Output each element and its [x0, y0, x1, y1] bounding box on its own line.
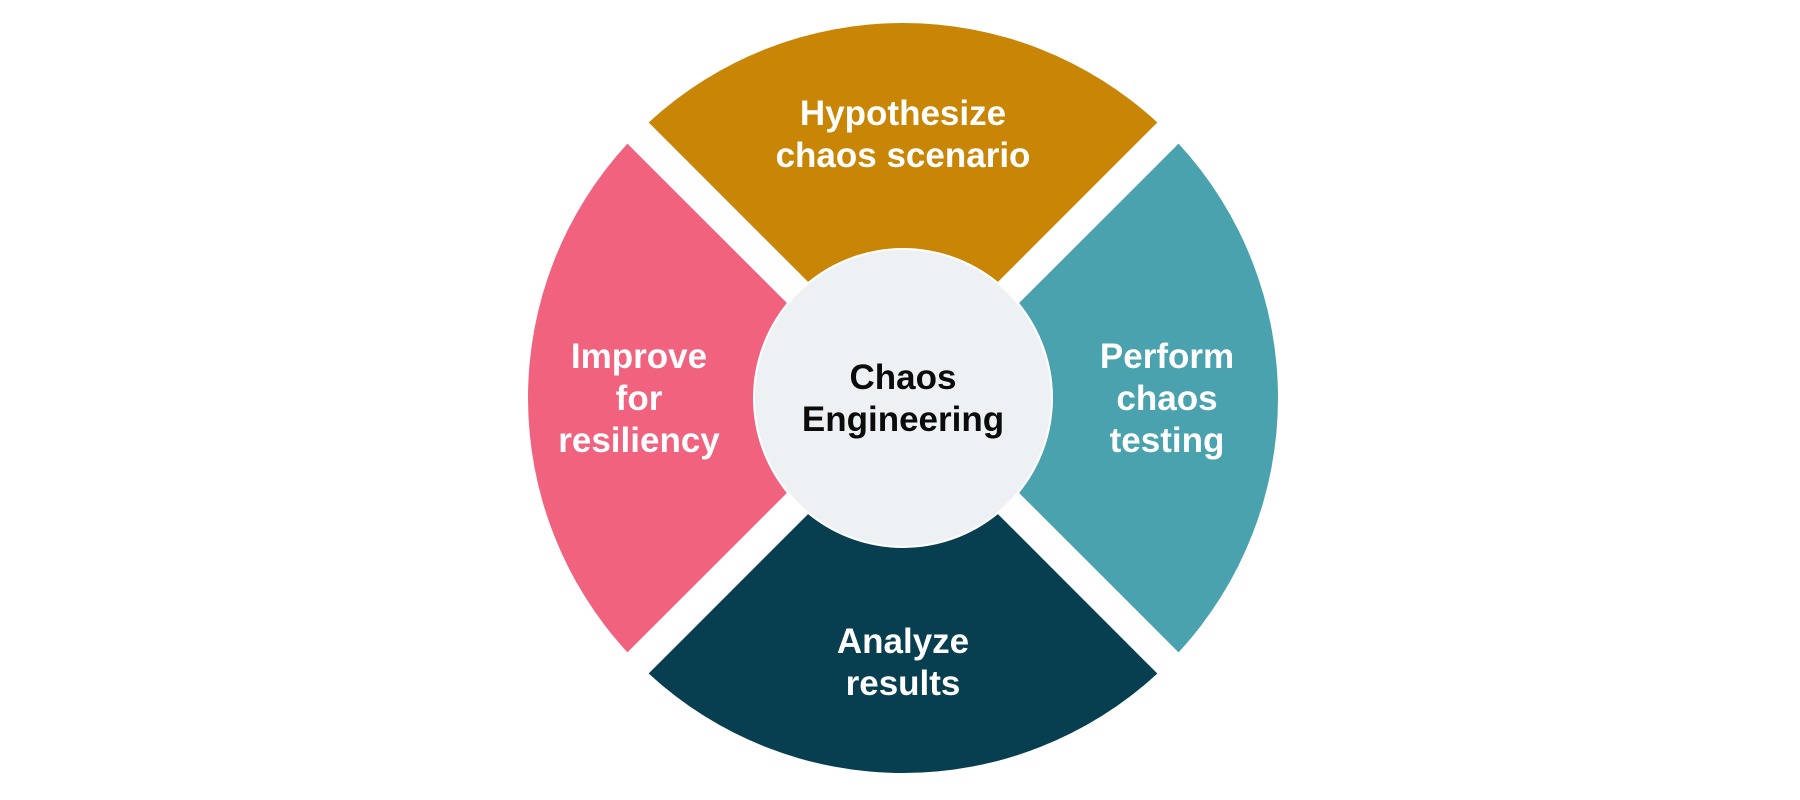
center-label-line: Chaos [850, 358, 957, 397]
segment-label-line: Analyze [837, 622, 969, 661]
segment-label-line: for [616, 379, 663, 418]
segment-label-line: chaos [1116, 379, 1217, 418]
segment-analyze [648, 514, 1158, 773]
center-label-line: Engineering [802, 400, 1004, 439]
segment-label-line: Hypothesize [800, 94, 1006, 133]
segment-label-line: results [846, 664, 961, 703]
segment-label-line: Improve [571, 337, 707, 376]
segment-label-line: testing [1110, 421, 1225, 460]
segment-improve [528, 143, 787, 653]
segment-label-line: resiliency [558, 421, 720, 460]
center-circle [755, 250, 1051, 546]
segment-perform [1019, 143, 1278, 653]
segment-hypothesize [648, 22, 1158, 282]
segment-label-line: Perform [1100, 337, 1234, 376]
segment-label-line: chaos scenario [776, 136, 1031, 175]
